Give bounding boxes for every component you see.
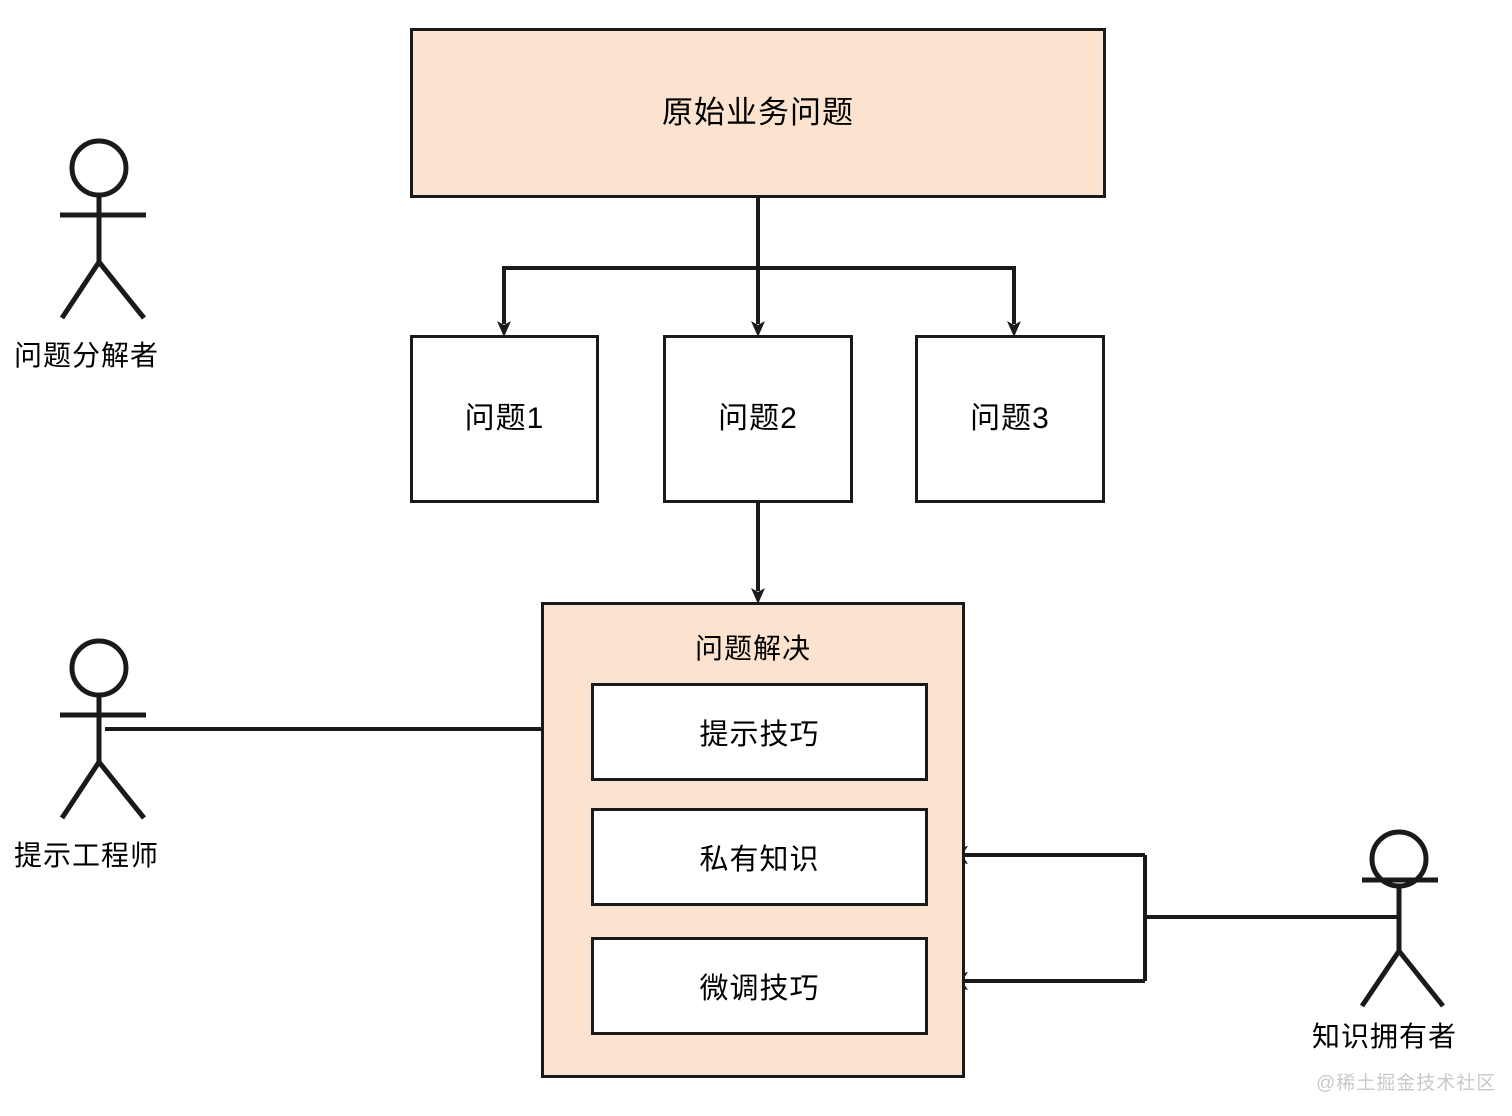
capability-label-knowledge: 私有知识 (699, 844, 820, 876)
stick-figure-left-leg (59, 260, 102, 320)
actor-engineer-figure (59, 638, 146, 820)
sub-problem-label-2: 问题2 (718, 402, 798, 435)
stick-figure-left-leg (59, 760, 102, 820)
actor-label-owner: 知识拥有者 (1312, 1021, 1458, 1052)
stick-figure-right-leg (97, 260, 146, 320)
capability-box-prompting[interactable]: 提示技巧 (591, 683, 928, 781)
root-problem-box[interactable]: 原始业务问题 (410, 28, 1106, 198)
actor-label-engineer: 提示工程师 (14, 840, 160, 871)
stick-figure-head-icon (69, 138, 129, 198)
sub-problem-box-1[interactable]: 问题1 (410, 335, 599, 503)
solution-title: 问题解决 (694, 633, 811, 664)
sub-problem-label-1: 问题1 (464, 402, 545, 435)
stick-figure-head-icon (69, 638, 129, 698)
sub-problem-label-3: 问题3 (970, 402, 1050, 435)
capability-box-finetune[interactable]: 微调技巧 (591, 937, 928, 1035)
stick-figure-left-leg (1359, 949, 1402, 1008)
actor-owner-figure (1359, 829, 1445, 1008)
actor-label-decomposer: 问题分解者 (14, 340, 160, 371)
solution-container[interactable]: 问题解决 提示技巧 私有知识 微调技巧 (541, 602, 965, 1078)
sub-problem-box-3[interactable]: 问题3 (915, 335, 1105, 503)
stick-figure-right-leg (97, 760, 146, 820)
stick-figure-right-leg (1397, 949, 1445, 1008)
actor-decomposer-figure (59, 138, 146, 320)
capability-box-knowledge[interactable]: 私有知识 (591, 808, 928, 906)
root-problem-label: 原始业务问题 (662, 95, 854, 131)
edge-owner-to-capabilities (930, 846, 1399, 990)
watermark: @稀土掘金技术社区 (1316, 1073, 1497, 1094)
edge-engineer-to-prompting-arrow (105, 721, 586, 737)
sub-problem-box-2[interactable]: 问题2 (663, 335, 853, 503)
capability-label-prompting: 提示技巧 (699, 719, 820, 751)
capability-label-finetune: 微调技巧 (699, 973, 820, 1005)
stick-figure-head-icon (1369, 829, 1429, 889)
